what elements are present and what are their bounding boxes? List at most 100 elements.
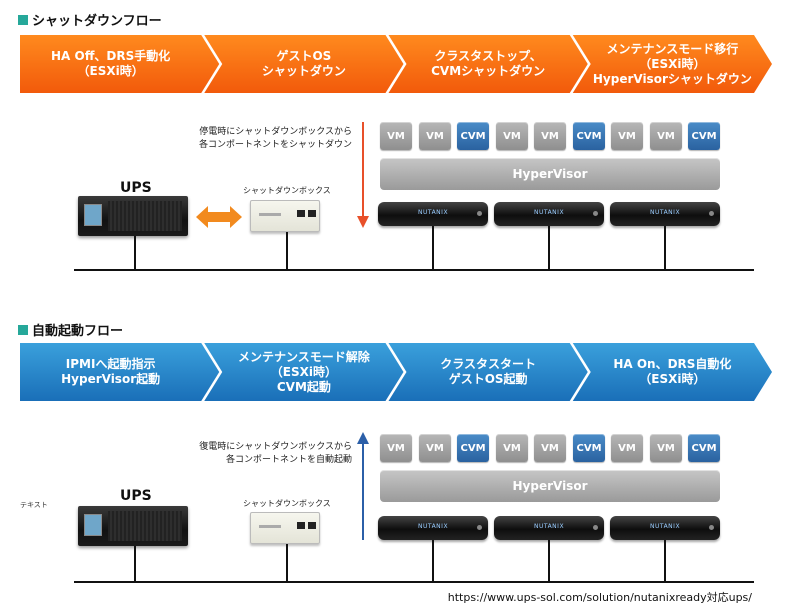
node-brand: NUTANIX bbox=[418, 209, 449, 216]
network-drop bbox=[286, 544, 288, 582]
ups-label: UPS bbox=[120, 488, 152, 504]
node-brand: NUTANIX bbox=[534, 209, 565, 216]
vm-block: VM bbox=[611, 434, 643, 462]
shutdown-box-device bbox=[250, 200, 320, 232]
startup-step-chevron bbox=[20, 343, 220, 401]
network-line bbox=[74, 581, 754, 583]
section-marker-icon bbox=[18, 324, 28, 335]
section-marker-icon bbox=[18, 14, 28, 25]
cvm-block: CVM bbox=[688, 122, 720, 150]
shutdown-title-text: シャットダウンフロー bbox=[32, 14, 162, 29]
box-port bbox=[308, 210, 316, 217]
nutanix-node: NUTANIX bbox=[378, 516, 488, 540]
ups-grill bbox=[108, 511, 182, 541]
startup-title-text: 自動起動フロー bbox=[32, 324, 124, 339]
cvm-block: CVM bbox=[573, 122, 605, 150]
shutdown-step-label: クラスタストップ、 CVMシャットダウン bbox=[431, 49, 546, 78]
startup-flow-arrows bbox=[20, 343, 772, 401]
shutdown-box-device bbox=[250, 512, 320, 544]
cvm-block: CVM bbox=[688, 434, 720, 462]
node-brand: NUTANIX bbox=[418, 523, 449, 530]
node-brand: NUTANIX bbox=[534, 523, 565, 530]
vm-block: VM bbox=[534, 122, 566, 150]
startup-step-label: IPMIへ起動指示 HyperVisor起動 bbox=[61, 357, 161, 386]
shutdown-box-label: シャットダウンボックス bbox=[243, 186, 331, 195]
source-url[interactable]: https://www.ups-sol.com/solution/nutanix… bbox=[447, 591, 752, 604]
network-drop bbox=[664, 540, 666, 582]
vm-block: VM bbox=[534, 434, 566, 462]
node-power-icon bbox=[709, 211, 714, 216]
ups-device bbox=[78, 506, 188, 546]
ups-grill bbox=[108, 201, 182, 231]
cvm-block: CVM bbox=[573, 434, 605, 462]
nutanix-node: NUTANIX bbox=[610, 516, 720, 540]
node-brand: NUTANIX bbox=[650, 523, 681, 530]
ups-screen-icon bbox=[84, 514, 102, 536]
nutanix-node: NUTANIX bbox=[494, 202, 604, 226]
shutdown-flow: HA Off、DRS手動化 （ESXi時） ゲストOS シャットダウン クラスタスト… bbox=[20, 35, 775, 93]
vm-block: VM bbox=[419, 434, 451, 462]
cvm-block: CVM bbox=[457, 122, 489, 150]
startup-step-label: HA On、DRS自動化 （ESXi時） bbox=[613, 357, 732, 386]
shutdown-down-arrow bbox=[357, 122, 369, 228]
network-drop bbox=[548, 226, 550, 270]
startup-step-chevron bbox=[572, 343, 772, 401]
side-text: テキスト bbox=[20, 501, 48, 509]
network-drop bbox=[548, 540, 550, 582]
vm-block: VM bbox=[496, 122, 528, 150]
node-power-icon bbox=[709, 525, 714, 530]
nutanix-node: NUTANIX bbox=[378, 202, 488, 226]
startup-step-label: メンテナンスモード解除 （ESXi時） CVM起動 bbox=[237, 349, 370, 394]
box-port bbox=[297, 210, 305, 217]
network-drop bbox=[664, 226, 666, 270]
vm-block: VM bbox=[380, 434, 412, 462]
startup-step-label: クラスタスタート ゲストOS起動 bbox=[440, 357, 536, 386]
startup-flow: IPMIへ起動指示 HyperVisor起動 メンテナンスモード解除 （ESXi時… bbox=[20, 343, 775, 401]
startup-step-chevron bbox=[204, 343, 404, 401]
box-port bbox=[308, 522, 316, 529]
network-drop bbox=[286, 232, 288, 270]
shutdown-note: 停電時にシャットダウンボックスから 各コンポートネントをシャットダウン bbox=[198, 127, 352, 150]
shutdown-section-title: シャットダウンフロー bbox=[18, 10, 162, 29]
node-power-icon bbox=[477, 211, 482, 216]
vm-block: VM bbox=[650, 434, 682, 462]
shutdown-step-chevron bbox=[20, 35, 220, 93]
vm-block: VM bbox=[611, 122, 643, 150]
vm-block: VM bbox=[496, 434, 528, 462]
shutdown-step-label: HA Off、DRS手動化 （ESXi時） bbox=[50, 49, 171, 78]
shutdown-flow-arrows bbox=[20, 35, 772, 93]
bidirectional-arrow-icon bbox=[196, 206, 242, 228]
cvm-block: CVM bbox=[457, 434, 489, 462]
shutdown-step-label: ゲストOS シャットダウン bbox=[261, 49, 346, 78]
node-power-icon bbox=[593, 211, 598, 216]
box-led bbox=[259, 525, 281, 528]
shutdown-step-chevron bbox=[204, 35, 404, 93]
shutdown-step-label: メンテナンスモード移行 （ESXi時） HyperVisorシャットダウン bbox=[592, 41, 752, 86]
hypervisor-bar-startup: HyperVisor bbox=[380, 470, 720, 502]
shutdown-step-chevron bbox=[388, 35, 588, 93]
box-port bbox=[297, 522, 305, 529]
ups-label: UPS bbox=[120, 180, 152, 196]
startup-note: 復電時にシャットダウンボックスから 各コンポートネントを自動起動 bbox=[199, 442, 352, 465]
network-drop bbox=[432, 226, 434, 270]
nutanix-node: NUTANIX bbox=[610, 202, 720, 226]
node-power-icon bbox=[593, 525, 598, 530]
nutanix-node: NUTANIX bbox=[494, 516, 604, 540]
vm-block: VM bbox=[650, 122, 682, 150]
hypervisor-bar-shutdown: HyperVisor bbox=[380, 158, 720, 190]
node-power-icon bbox=[477, 525, 482, 530]
startup-step-chevron bbox=[388, 343, 588, 401]
startup-section-title: 自動起動フロー bbox=[18, 320, 123, 339]
network-line bbox=[74, 269, 754, 271]
ups-screen-icon bbox=[84, 204, 102, 226]
vm-block: VM bbox=[380, 122, 412, 150]
shutdown-step-chevron bbox=[572, 35, 772, 93]
startup-up-arrow bbox=[357, 432, 369, 540]
network-drop bbox=[432, 540, 434, 582]
box-led bbox=[259, 213, 281, 216]
shutdown-box-label: シャットダウンボックス bbox=[243, 499, 331, 508]
ups-device bbox=[78, 196, 188, 236]
network-drop bbox=[134, 546, 136, 582]
